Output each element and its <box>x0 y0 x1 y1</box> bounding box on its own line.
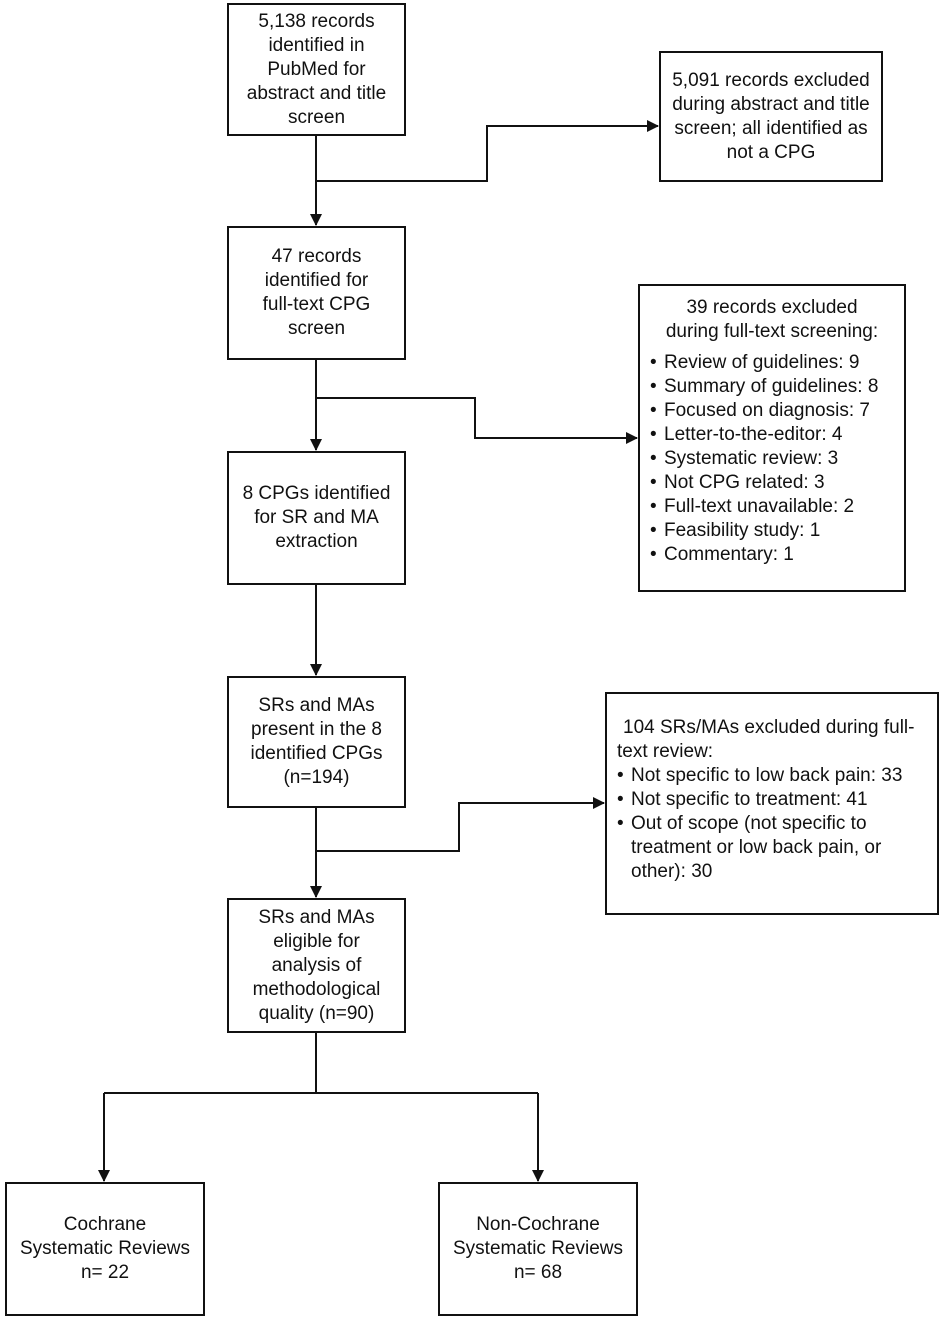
list-item: Commentary: 1 <box>650 543 894 567</box>
list-item: Letter-to-the-editor: 4 <box>650 423 894 447</box>
box-line: identified CPGs <box>250 743 383 764</box>
box-line: PubMed for <box>267 58 366 80</box>
exclusion-reason-list: Review of guidelines: 9 Summary of guide… <box>650 351 894 567</box>
arrow-to-excluded-abstract <box>316 120 659 182</box>
box-line: abstract and title <box>246 82 387 104</box>
list-item: Not CPG related: 3 <box>650 471 894 495</box>
list-item: Review of guidelines: 9 <box>650 351 894 375</box>
list-item: Focused on diagnosis: 7 <box>650 399 894 423</box>
box-line: identified in <box>268 34 365 56</box>
box-heading-line: text review: <box>617 741 714 762</box>
box-line: n= 68 <box>513 1262 563 1283</box>
box-line: analysis of <box>271 954 362 976</box>
box-line: during abstract and title <box>672 93 870 115</box>
list-item: Summary of guidelines: 8 <box>650 375 894 399</box>
box-line: methodological <box>252 978 381 1000</box>
box-excluded-srs: 104 SRs/MAs excluded during full- text r… <box>605 692 939 915</box>
box-srs-present: SRs and MAs present in the 8 identified … <box>227 676 406 808</box>
box-cpgs-identified: 8 CPGs identified for SR and MA extracti… <box>227 451 406 585</box>
list-item: Not specific to low back pain: 33 <box>617 764 927 788</box>
box-eligible: SRs and MAs eligible for analysis of met… <box>227 898 406 1033</box>
box-excluded-abstract: 5,091 records excluded during abstract a… <box>659 51 883 182</box>
box-excluded-fulltext: 39 records excluded during full-text scr… <box>638 284 906 592</box>
box-line: Systematic Reviews <box>453 1238 623 1259</box>
exclusion-reason-list: Not specific to low back pain: 33 Not sp… <box>617 764 927 884</box>
box-line: n= 22 <box>80 1262 130 1283</box>
box-line: SRs and MAs <box>258 906 375 928</box>
box-line: Non-Cochrane <box>476 1214 600 1235</box>
box-line: SRs and MAs <box>258 695 375 716</box>
box-line: identified for <box>264 270 369 291</box>
list-item: Full-text unavailable: 2 <box>650 495 894 519</box>
box-line: present in the 8 <box>251 719 382 740</box>
arrow-to-excluded-srs <box>316 797 605 852</box>
box-cochrane: Cochrane Systematic Reviews n= 22 <box>5 1182 205 1316</box>
arrow-to-excluded-fulltext <box>316 397 638 444</box>
box-fulltext-screen: 47 records identified for full-text CPG … <box>227 226 406 360</box>
list-item: Systematic review: 3 <box>650 447 894 471</box>
box-line: screen; all identified as <box>674 117 868 139</box>
box-line: 8 CPGs identified <box>242 483 391 504</box>
box-line: full-text CPG <box>262 294 371 315</box>
box-line: screen <box>287 318 346 339</box>
box-line: 5,138 records <box>258 10 375 32</box>
list-item: Not specific to treatment: 41 <box>617 788 927 812</box>
box-line: quality (n=90) <box>258 1002 375 1024</box>
box-line: Systematic Reviews <box>20 1238 190 1259</box>
box-heading-line: 39 records excluded <box>686 297 858 318</box>
box-line: extraction <box>275 531 358 552</box>
split-connector <box>104 1033 538 1094</box>
box-heading-line: during full-text screening: <box>665 321 879 342</box>
box-line: (n=194) <box>283 767 350 788</box>
box-non-cochrane: Non-Cochrane Systematic Reviews n= 68 <box>438 1182 638 1316</box>
box-line: eligible for <box>273 930 360 952</box>
box-line: for SR and MA <box>254 507 379 528</box>
list-item: Feasibility study: 1 <box>650 519 894 543</box>
box-line: Cochrane <box>63 1214 147 1235</box>
box-line: 5,091 records excluded <box>672 69 870 91</box>
list-item: Out of scope (not specific to treatment … <box>617 812 901 884</box>
box-line: screen <box>287 106 346 128</box>
box-line: 47 records <box>271 246 362 267</box>
box-line: not a CPG <box>726 141 816 163</box>
box-heading-line: 104 SRs/MAs excluded during full- <box>623 717 915 738</box>
box-records-identified: 5,138 records identified in PubMed for a… <box>227 3 406 136</box>
